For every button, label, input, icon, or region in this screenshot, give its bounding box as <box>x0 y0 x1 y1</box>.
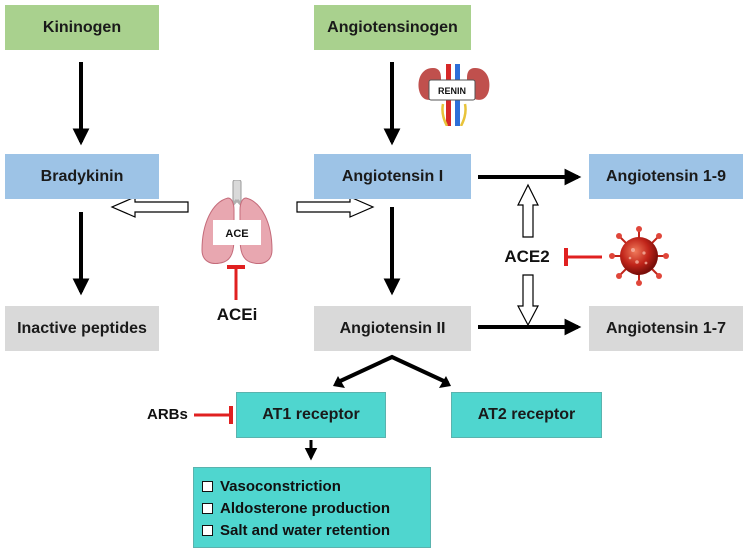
arrow-angiotensin-ii-split <box>335 354 449 385</box>
effect-item: Salt and water retention <box>202 519 430 541</box>
angiotensin-1-7-node: Angiotensin 1-7 <box>589 306 743 351</box>
renin-label: RENIN <box>438 86 466 96</box>
at1-receptor-label: AT1 receptor <box>262 406 360 423</box>
arrowhead-to-at2 <box>439 376 451 388</box>
angiotensin-i-label: Angiotensin I <box>341 167 444 185</box>
coronavirus-icon <box>609 226 669 286</box>
checkbox-icon <box>202 502 213 514</box>
lungs-icon: ACE <box>201 180 273 264</box>
bradykinin-label: Bradykinin <box>40 167 124 185</box>
arrowhead-to-at1 <box>333 376 345 388</box>
angiotensin-ii-label: Angiotensin II <box>339 319 446 337</box>
angiotensin-1-7-label: Angiotensin 1-7 <box>605 319 726 337</box>
at2-receptor-label: AT2 receptor <box>477 406 576 423</box>
hollow-arrow-ace-to-bradykinin-path <box>110 196 189 218</box>
kidney-icon: RENIN <box>418 64 490 126</box>
hollow-arrow-ace2-down <box>517 274 539 327</box>
effect-item: Aldosterone production <box>202 497 430 519</box>
angiotensin-1-9-label: Angiotensin 1-9 <box>605 167 726 185</box>
checkbox-icon <box>202 480 213 492</box>
checkbox-icon <box>202 524 213 536</box>
arbs-label: ARBs <box>147 406 188 423</box>
effect-label: Aldosterone production <box>220 499 390 517</box>
ace2-label: ACE2 <box>504 247 550 266</box>
angiotensinogen-node: Angiotensinogen <box>314 5 471 50</box>
angiotensin-i-node: Angiotensin I <box>314 154 471 199</box>
ace-label: ACE <box>225 228 248 240</box>
effect-item: Vasoconstriction <box>202 475 430 497</box>
at2-receptor-node: AT2 receptor <box>451 392 602 438</box>
hollow-arrow-ace-to-angiotensin-path <box>296 196 375 218</box>
inactive-peptides-label: Inactive peptides <box>17 319 147 337</box>
angiotensin-ii-node: Angiotensin II <box>314 306 471 351</box>
effect-label: Salt and water retention <box>220 521 391 539</box>
angiotensin-1-9-node: Angiotensin 1-9 <box>589 154 743 199</box>
inactive-peptides-node: Inactive peptides <box>5 306 159 351</box>
hollow-arrow-ace2-up <box>517 183 539 238</box>
at1-effects-list: Vasoconstriction Aldosterone production … <box>193 467 431 548</box>
at1-receptor-node: AT1 receptor <box>236 392 386 438</box>
acei-label: ACEi <box>216 305 258 324</box>
angiotensinogen-label: Angiotensinogen <box>327 18 458 36</box>
kininogen-label: Kininogen <box>42 18 122 36</box>
effect-label: Vasoconstriction <box>220 477 341 495</box>
kininogen-node: Kininogen <box>5 5 159 50</box>
bradykinin-node: Bradykinin <box>5 154 159 199</box>
